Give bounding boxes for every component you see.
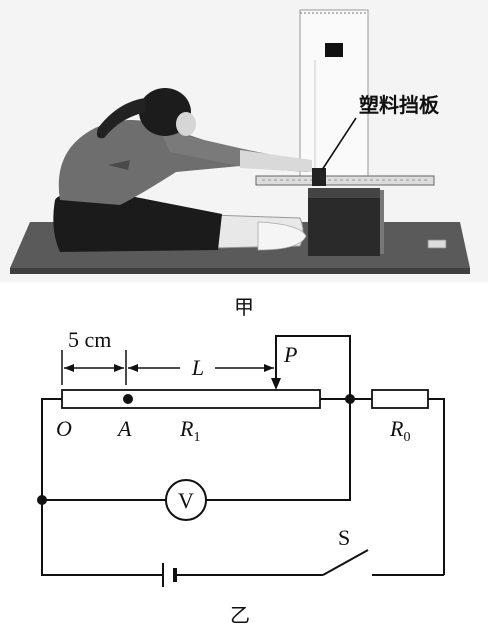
- dimension-L: [128, 364, 274, 372]
- slider-p-arrow: [271, 378, 281, 390]
- junction-left: [37, 495, 47, 505]
- label-r0-sub: 0: [403, 430, 410, 445]
- voltmeter-symbol: V: [178, 488, 194, 513]
- voltmeter-wire-right: [206, 399, 351, 501]
- label-5cm: 5 cm: [68, 327, 111, 352]
- circuit-diagram: [37, 335, 445, 587]
- callout-leader-line: [321, 117, 357, 171]
- resistor-r1-body: [61, 389, 321, 409]
- photo-panel: 塑料挡板: [0, 0, 488, 282]
- label-R0: R0: [389, 416, 410, 445]
- label-r1-sub: 1: [193, 430, 200, 445]
- measuring-box: [308, 188, 384, 256]
- label-O: O: [56, 416, 72, 441]
- label-A: A: [116, 416, 132, 441]
- right-wire: [428, 398, 445, 575]
- label-P: P: [283, 342, 297, 367]
- label-S: S: [338, 525, 350, 550]
- callout-label: 塑料挡板: [359, 93, 440, 117]
- label-L: L: [191, 355, 204, 380]
- label-r1-main: R: [179, 416, 194, 441]
- dimension-5cm: [61, 350, 127, 385]
- left-wire: [41, 398, 160, 576]
- point-a-dot: [123, 394, 133, 404]
- measuring-tower: [299, 9, 369, 186]
- battery: [160, 563, 323, 587]
- switch-s: [322, 549, 444, 576]
- measuring-rail: [255, 168, 435, 186]
- slider-wire: [275, 335, 351, 398]
- resistor-r0-body: [371, 389, 429, 409]
- label-R1: R1: [179, 416, 200, 445]
- plastic-baffle: [312, 168, 326, 186]
- label-r0-main: R: [389, 416, 404, 441]
- person-photo: [53, 88, 312, 252]
- caption-yi: 乙: [230, 603, 250, 627]
- caption-jia: 甲: [234, 295, 254, 319]
- tower-display: [325, 43, 343, 57]
